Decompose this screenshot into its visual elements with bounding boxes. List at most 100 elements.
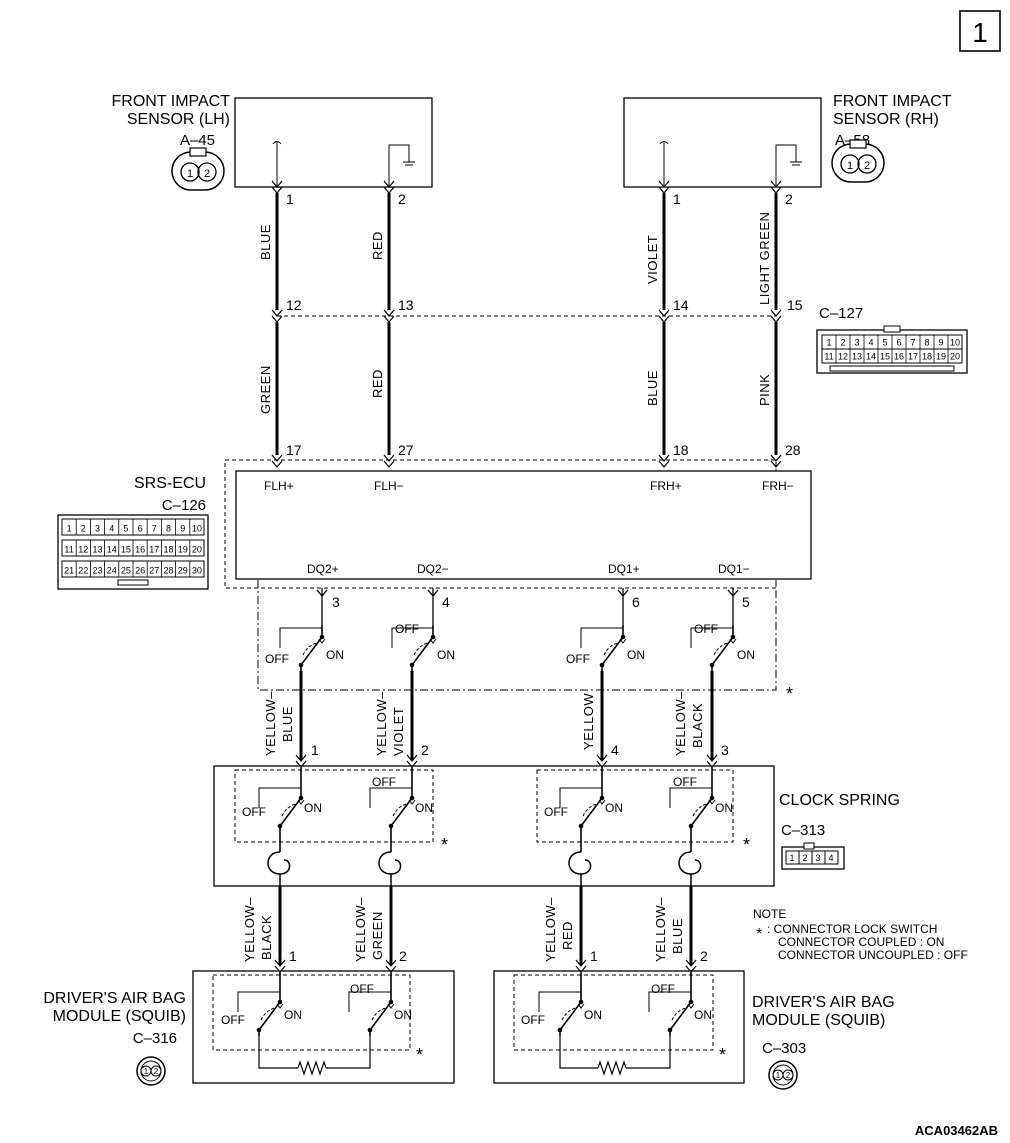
svg-text:12: 12 [838, 352, 848, 362]
ecu-switch-star: * [786, 684, 793, 704]
svg-text:25: 25 [121, 566, 131, 576]
svg-text:17: 17 [908, 352, 918, 362]
svg-text:20: 20 [950, 352, 960, 362]
note-line-1: : CONNECTOR LOCK SWITCH [767, 922, 937, 936]
ecu-box [235, 470, 812, 580]
airbag-right-switch-box [513, 974, 714, 1051]
svg-text:1: 1 [187, 168, 193, 180]
ecu-pin-4: 4 [442, 594, 450, 610]
airbag-l-sw1-off: OFF [221, 1013, 245, 1027]
svg-text:11: 11 [824, 352, 833, 362]
airbag-left-box [192, 970, 455, 1084]
clock-spring-box [213, 765, 775, 887]
svg-text:1: 1 [789, 853, 794, 863]
svg-text:3: 3 [815, 853, 820, 863]
svg-text:15: 15 [880, 352, 890, 362]
wires-ecu-clock [299, 671, 714, 760]
svg-text:7: 7 [152, 524, 157, 534]
svg-text:26: 26 [135, 566, 145, 576]
svg-text:28: 28 [163, 566, 173, 576]
wires-clock-airbag [278, 886, 693, 965]
ecu-sw1-off: OFF [265, 652, 289, 666]
ecu-pin-3: 3 [332, 594, 340, 610]
ecu-name: SRS-ECU [134, 475, 206, 492]
ecu-dashed-outline [224, 459, 777, 589]
wire-label-violet: VIOLET [645, 235, 660, 284]
clock-star-right: * [743, 835, 750, 855]
airbag-r-sw1-off: OFF [521, 1013, 545, 1027]
clock-sw1-off: OFF [242, 805, 266, 819]
clock-spring-name: CLOCK SPRING [779, 792, 900, 809]
svg-text:11: 11 [64, 545, 73, 555]
sensor-lh-pin-2: 2 [398, 191, 406, 207]
wire-label-blue: BLUE [258, 224, 273, 260]
svg-text:3: 3 [854, 338, 859, 348]
airbag-left-switch-box [212, 974, 411, 1051]
airbag-left-switches [237, 971, 395, 1076]
svg-text:18: 18 [922, 352, 932, 362]
ecu-pin-6: 6 [632, 594, 640, 610]
svg-text:1: 1 [144, 1067, 149, 1076]
clock-sw4-on: ON [715, 801, 733, 815]
sensor-rh-name-2: SENSOR (RH) [833, 111, 939, 128]
svg-text:8: 8 [166, 524, 171, 534]
svg-text:2: 2 [81, 524, 86, 534]
sensor-rh-connector-icon: 1 2 [831, 139, 885, 183]
clock-pin-2: 2 [421, 742, 429, 758]
clock-spring-connector-id: C–313 [781, 822, 825, 839]
airbag-right-star: * [719, 1045, 726, 1065]
sensor-lh-box [234, 97, 433, 188]
svg-text:18: 18 [163, 545, 173, 555]
junction-pin-12: 12 [286, 297, 302, 313]
wire-label-yb2-2: BLUE [670, 918, 685, 954]
wire-label-red-2: RED [370, 369, 385, 398]
svg-text:29: 29 [178, 566, 188, 576]
svg-text:10: 10 [192, 524, 202, 534]
svg-text:13: 13 [92, 545, 102, 555]
ecu-pin-28: 28 [785, 442, 801, 458]
junction-pin-13: 13 [398, 297, 414, 313]
ecu-sw3-off: OFF [566, 652, 590, 666]
airbag-left-name-2: MODULE (SQUIB) [53, 1008, 186, 1025]
wire-label-yv-2: VIOLET [391, 707, 406, 756]
svg-text:21: 21 [64, 566, 74, 576]
ecu-signal-dq2-minus: DQ2− [417, 562, 449, 576]
sensor-lh-name-1: FRONT IMPACT [111, 93, 230, 110]
svg-text:23: 23 [92, 566, 102, 576]
note-title: NOTE [753, 907, 786, 921]
c303-connector-icon: 1 2 [768, 1060, 798, 1090]
svg-text:27: 27 [149, 566, 159, 576]
svg-text:9: 9 [180, 524, 185, 534]
footer-code: ACA03462AB [915, 1123, 998, 1138]
sensor-lh-internal [272, 141, 415, 187]
svg-text:2: 2 [840, 338, 845, 348]
note-line-2: CONNECTOR COUPLED : ON [778, 935, 944, 949]
airbag-right-name-2: MODULE (SQUIB) [752, 1012, 885, 1029]
svg-text:24: 24 [107, 566, 117, 576]
junction-pin-14: 14 [673, 297, 689, 313]
junction-connector-id: C–127 [819, 305, 863, 322]
wire-label-yg-1: YELLOW– [353, 897, 368, 962]
wires-junction-ecu [275, 322, 778, 455]
sensor-rh-internal [659, 141, 802, 187]
sensor-lh-name-2: SENSOR (LH) [127, 111, 230, 128]
clock-pin-3: 3 [721, 742, 729, 758]
wire-label-blue-2: BLUE [645, 370, 660, 406]
clock-star-left: * [441, 835, 448, 855]
airbag-right-name-1: DRIVER'S AIR BAG [752, 994, 895, 1011]
airbag-l-pin-2: 2 [399, 948, 407, 964]
svg-text:6: 6 [138, 524, 143, 534]
svg-text:2: 2 [204, 168, 210, 180]
airbag-r-sw2-on: ON [694, 1008, 712, 1022]
ecu-sw1-on: ON [326, 648, 344, 662]
junction-pin-15: 15 [787, 297, 803, 313]
page-number: 1 [972, 17, 988, 48]
ecu-switch-outline [257, 580, 777, 691]
airbag-left-star: * [416, 1045, 423, 1065]
clock-spring-coils [267, 851, 702, 886]
ecu-sw2-off: OFF [395, 622, 419, 636]
airbag-l-sw2-off: OFF [350, 982, 374, 996]
wire-label-green: GREEN [258, 365, 273, 414]
sensor-lh-connector-icon: 1 2 [171, 147, 225, 191]
airbag-right-switches [538, 971, 695, 1076]
